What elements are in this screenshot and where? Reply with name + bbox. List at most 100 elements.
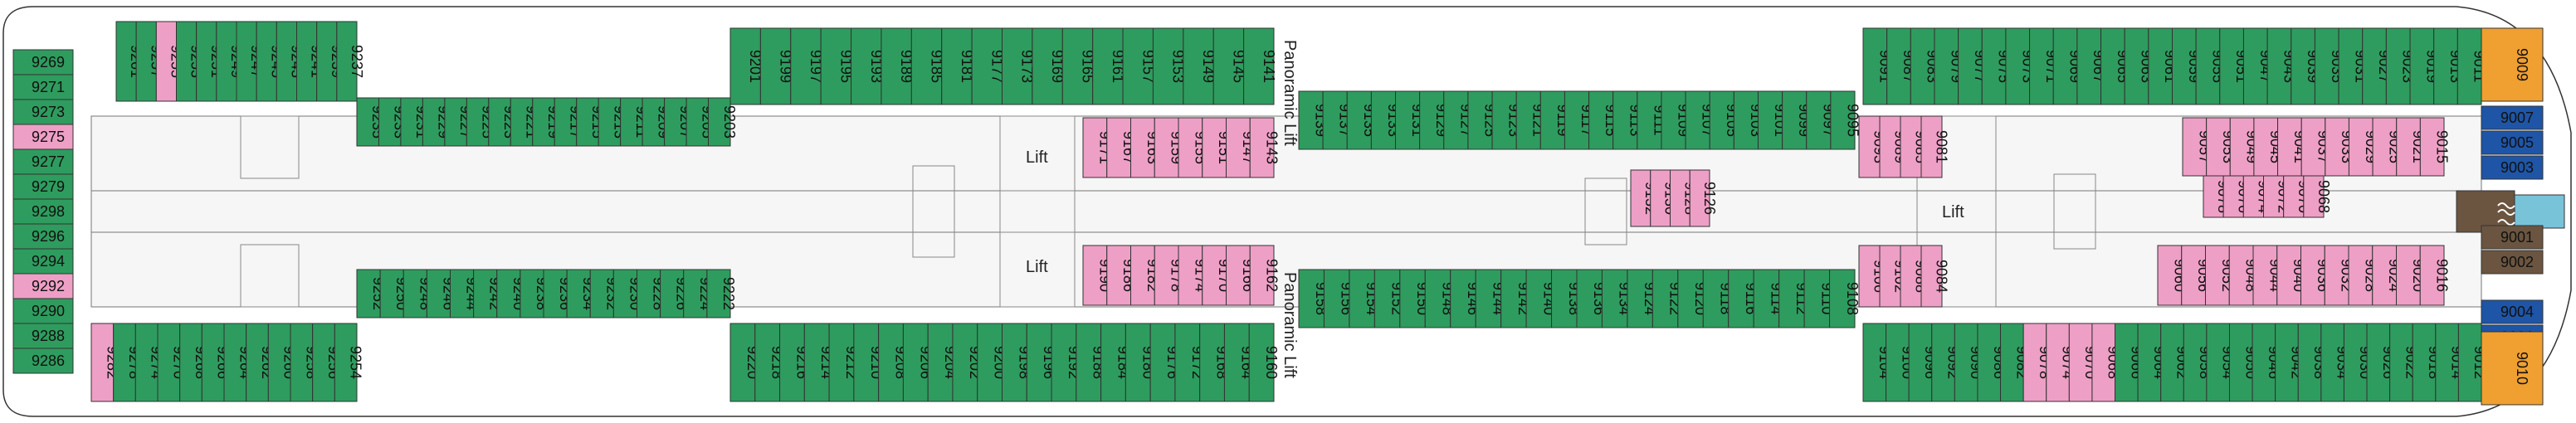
cabin-9273[interactable]: 9273 <box>12 99 74 125</box>
cabin-9016[interactable]: 9016 <box>2419 245 2451 306</box>
cabin-9182[interactable]: 9182 <box>1130 245 1161 306</box>
cabin-9127[interactable]: 9127 <box>1443 90 1475 150</box>
cabin-9007[interactable]: 9007 <box>2481 105 2544 130</box>
cabin-9005[interactable]: 9005 <box>2481 130 2544 155</box>
cabin-9075[interactable]: 9075 <box>1981 27 2013 105</box>
cabin-9199[interactable]: 9199 <box>759 27 794 105</box>
cabin-9035[interactable]: 9035 <box>2314 27 2345 105</box>
cabin-number: 9286 <box>32 352 65 369</box>
cabin-9002[interactable]: 9002 <box>2481 250 2544 275</box>
cabin-9143[interactable]: 9143 <box>1249 117 1281 178</box>
cabin-9269[interactable]: 9269 <box>12 49 74 75</box>
cabin-9176[interactable]: 9176 <box>1149 323 1181 402</box>
cabin-9230[interactable]: 9230 <box>612 269 643 318</box>
cabin-9195[interactable]: 9195 <box>820 27 854 105</box>
cabin-9172[interactable]: 9172 <box>1174 323 1206 402</box>
cabin-9165[interactable]: 9165 <box>1061 27 1095 105</box>
cabin-9256[interactable]: 9256 <box>312 323 342 402</box>
cabin-number: 9145 <box>1230 50 1247 83</box>
cabin-9292[interactable]: 9292 <box>12 273 74 299</box>
cabin-9254[interactable]: 9254 <box>334 323 364 402</box>
cabin-9275[interactable]: 9275 <box>12 124 74 150</box>
cabin-9153[interactable]: 9153 <box>1152 27 1187 105</box>
cabin-number: 9162 <box>1264 259 1281 292</box>
cabin-9077[interactable]: 9077 <box>1958 27 1988 105</box>
cabin-9084[interactable]: 9084 <box>1920 245 1950 308</box>
cabin-9149[interactable]: 9149 <box>1183 27 1217 105</box>
cabin-9271[interactable]: 9271 <box>12 74 74 100</box>
cabin-9063[interactable]: 9063 <box>2124 27 2155 105</box>
cabin-9157[interactable]: 9157 <box>1122 27 1156 105</box>
cabin-9110[interactable]: 9110 <box>1803 269 1835 328</box>
cabin-9296[interactable]: 9296 <box>12 223 74 250</box>
cabin-9109[interactable]: 9109 <box>1661 90 1692 150</box>
cabin-9277[interactable]: 9277 <box>12 148 74 175</box>
cabin-9064[interactable]: 9064 <box>2137 323 2168 402</box>
cabin-9223[interactable]: 9223 <box>488 97 518 147</box>
cabin-9095[interactable]: 9095 <box>1830 90 1861 150</box>
cabin-9298[interactable]: 9298 <box>12 198 74 225</box>
cabin-9081[interactable]: 9081 <box>1920 115 1950 178</box>
cabin-number: 9003 <box>2500 159 2534 176</box>
cabin-9169[interactable]: 9169 <box>1032 27 1066 105</box>
cabin-9100[interactable]: 9100 <box>1886 323 1916 402</box>
cabin-9260[interactable]: 9260 <box>267 323 298 402</box>
cabin-9009[interactable]: 9009 <box>2481 27 2544 102</box>
cabin-9155[interactable]: 9155 <box>1178 117 1208 178</box>
stairwells <box>240 115 2096 308</box>
cabin-9185[interactable]: 9185 <box>910 27 945 105</box>
cabin-9160[interactable]: 9160 <box>1248 323 1280 402</box>
cabin-9003[interactable]: 9003 <box>2481 155 2544 180</box>
cabin-9144[interactable]: 9144 <box>1475 269 1506 328</box>
cabin-number: 9001 <box>2500 229 2534 246</box>
cabin-9013[interactable]: 9013 <box>2433 27 2464 105</box>
cabin-9068[interactable]: 9068 <box>2303 175 2332 218</box>
cabin-9193[interactable]: 9193 <box>851 27 885 105</box>
cabin-9290[interactable]: 9290 <box>12 298 74 324</box>
cabin-9156[interactable]: 9156 <box>1323 269 1355 328</box>
cabin-9246[interactable]: 9246 <box>426 269 456 318</box>
cabin-9015[interactable]: 9015 <box>2419 117 2451 177</box>
cabin-number: 9068 <box>2315 180 2332 213</box>
cabin-9159[interactable]: 9159 <box>1154 117 1185 178</box>
cabin-9162[interactable]: 9162 <box>1249 245 1281 306</box>
cabin-9126[interactable]: 9126 <box>1689 169 1718 227</box>
cabin-number: 9153 <box>1170 50 1187 83</box>
cabin-9203[interactable]: 9203 <box>708 97 738 147</box>
cabin-9114[interactable]: 9114 <box>1753 269 1784 328</box>
cabin-9039[interactable]: 9039 <box>2291 27 2321 105</box>
cabin-9010[interactable]: 9010 <box>2481 331 2544 406</box>
cabin-9174[interactable]: 9174 <box>1178 245 1208 306</box>
lift-label-aft: Lift <box>1942 203 1964 221</box>
cabin-9123[interactable]: 9123 <box>1491 90 1523 150</box>
cabin-9019[interactable]: 9019 <box>2409 27 2440 105</box>
cabin-number: 9254 <box>348 346 364 379</box>
cabin-9145[interactable]: 9145 <box>1212 27 1247 105</box>
cabin-9004[interactable]: 9004 <box>2481 299 2544 324</box>
cabin-9044[interactable]: 9044 <box>2252 245 2283 306</box>
cabin-number: 9005 <box>2500 134 2534 151</box>
cabin-9279[interactable]: 9279 <box>12 173 74 200</box>
cabin-9050[interactable]: 9050 <box>2228 323 2259 402</box>
cabin-9286[interactable]: 9286 <box>12 348 74 374</box>
cabin-9104[interactable]: 9104 <box>1862 323 1893 402</box>
central-spine <box>90 190 2482 233</box>
cabin-9001[interactable]: 9001 <box>2481 225 2544 250</box>
cabin-9141[interactable]: 9141 <box>1243 27 1277 105</box>
cabin-9173[interactable]: 9173 <box>1002 27 1036 105</box>
cabin-number: 9273 <box>32 104 65 120</box>
cabin-9288[interactable]: 9288 <box>12 323 74 349</box>
cabin-9294[interactable]: 9294 <box>12 248 74 275</box>
cabin-9197[interactable]: 9197 <box>790 27 824 105</box>
cabin-9091[interactable]: 9091 <box>1862 27 1893 105</box>
cabin-9236[interactable]: 9236 <box>543 269 573 318</box>
cabin-9201[interactable]: 9201 <box>729 27 764 105</box>
cabin-9222[interactable]: 9222 <box>706 269 737 318</box>
cabin-9181[interactable]: 9181 <box>941 27 975 105</box>
cabin-9237[interactable]: 9237 <box>336 21 365 102</box>
cabin-9161[interactable]: 9161 <box>1092 27 1126 105</box>
cabin-9108[interactable]: 9108 <box>1829 269 1861 328</box>
cabin-9177[interactable]: 9177 <box>971 27 1005 105</box>
cabin-9068[interactable]: 9068 <box>2091 323 2122 402</box>
cabin-9189[interactable]: 9189 <box>881 27 915 105</box>
